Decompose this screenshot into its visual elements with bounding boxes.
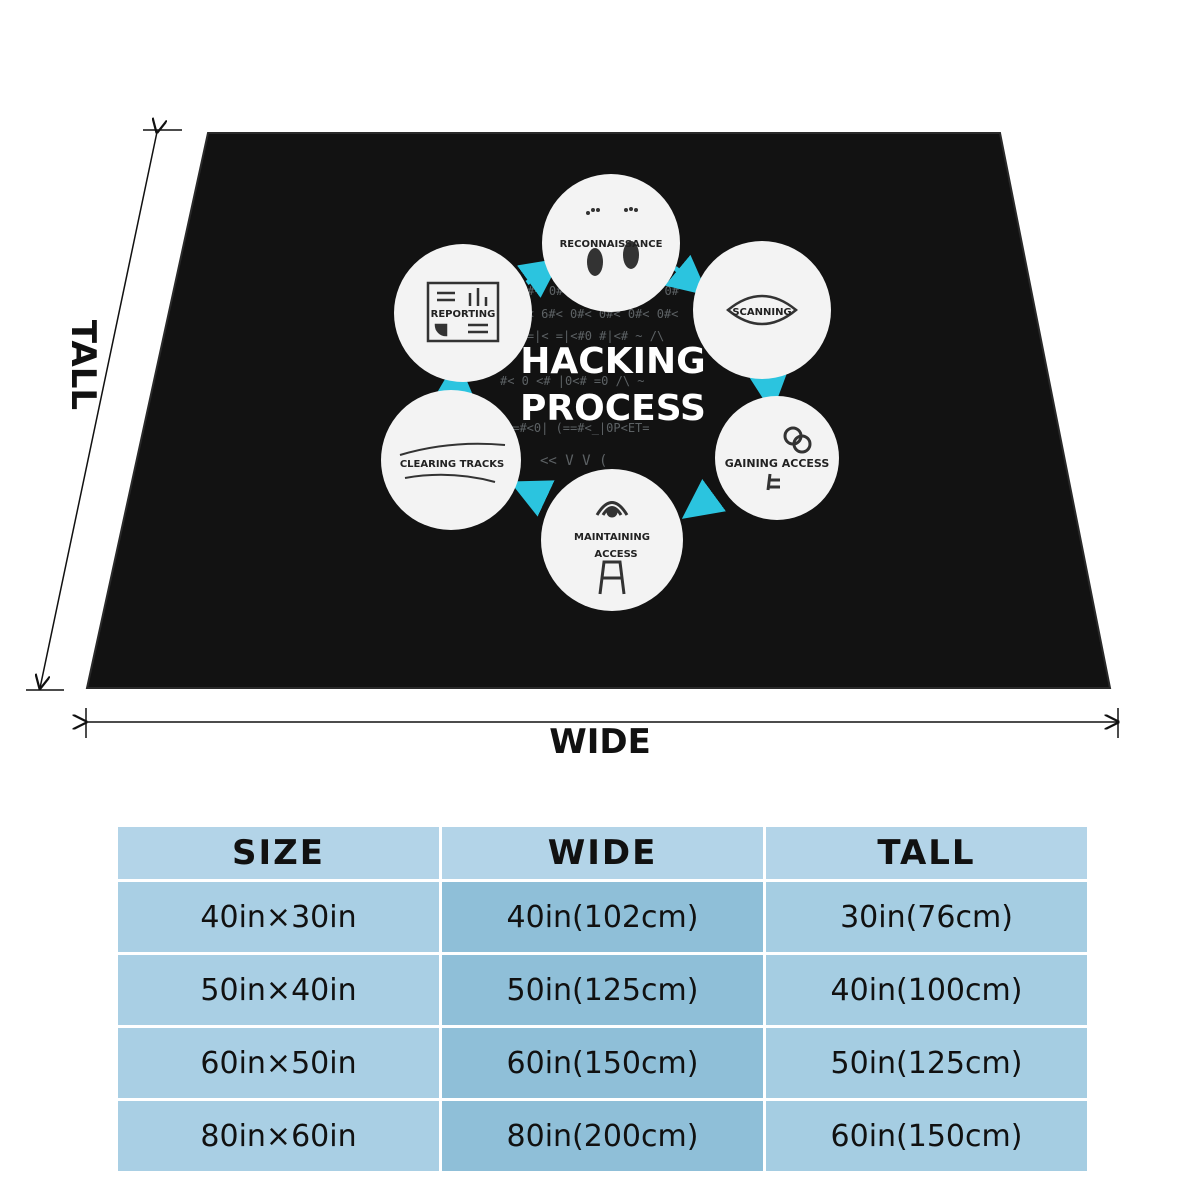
column-header-wide: WIDE	[442, 827, 763, 879]
tall-cell: 50in(125cm)	[766, 1028, 1087, 1098]
tall-cell: 30in(76cm)	[766, 882, 1087, 952]
size-cell: 60in×50in	[118, 1028, 439, 1098]
size-cell: 40in×30in	[118, 882, 439, 952]
footprints-icon	[586, 207, 639, 276]
table-row: 60in×50in 60in(150cm) 50in(125cm)	[118, 1028, 1087, 1098]
product-illustration: 0#< 0#< 0#< 0#< 0#< 0# <0#< 6#< 0#< 0#< …	[26, 0, 1200, 738]
wide-dimension-line	[86, 708, 1118, 738]
column-header-size: SIZE	[118, 827, 439, 879]
size-cell: 80in×60in	[118, 1101, 439, 1171]
size-table: SIZE WIDE TALL 40in×30in 40in(102cm) 30i…	[115, 824, 1090, 1174]
wide-cell: 80in(200cm)	[442, 1101, 763, 1171]
title-line-1: HACKING	[520, 341, 705, 382]
step-reporting: REPORTING	[394, 244, 532, 382]
table-header-row: SIZE WIDE TALL	[118, 827, 1087, 879]
svg-text:<< V V (: << V V (	[540, 453, 607, 469]
step-gaining-access: GAINING ACCESS	[715, 396, 839, 520]
column-header-tall: TALL	[766, 827, 1087, 879]
svg-text:|=#<0| (==#<_|0P<ET=: |=#<0| (==#<_|0P<ET=	[505, 421, 650, 435]
step-label: RECONNAISSANCE	[560, 239, 663, 250]
tire-tracks-icon	[399, 442, 506, 483]
svg-text:=|<#=|< =|<#0 #|<# ~ /\: =|<#=|< =|<#0 #|<# ~ /\	[498, 329, 664, 343]
step-label: REPORTING	[431, 309, 496, 320]
table-row: 80in×60in 80in(200cm) 60in(150cm)	[118, 1101, 1087, 1171]
svg-text:#< 0 <# |0<# =0 /\ ~: #< 0 <# |0<# =0 /\ ~	[500, 374, 645, 388]
step-maintaining-access: MAINTAINING ACCESS	[541, 469, 683, 611]
tall-cell: 60in(150cm)	[766, 1101, 1087, 1171]
table-row: 50in×40in 50in(125cm) 40in(100cm)	[118, 955, 1087, 1025]
step-label: SCANNING	[732, 307, 791, 318]
title-line-2: PROCESS	[520, 388, 706, 429]
report-chart-icon	[426, 281, 500, 343]
step-label: GAINING ACCESS	[725, 457, 830, 470]
step-clearing-tracks: CLEARING TRACKS	[381, 390, 521, 530]
step-scanning: SCANNING	[693, 241, 831, 379]
step-label-line-1: MAINTAINING	[574, 532, 650, 543]
wide-cell: 40in(102cm)	[442, 882, 763, 952]
size-cell: 50in×40in	[118, 955, 439, 1025]
blanket-body	[87, 133, 1110, 688]
step-label: CLEARING TRACKS	[400, 459, 504, 470]
blanket-svg: 0#< 0#< 0#< 0#< 0#< 0# <0#< 6#< 0#< 0#< …	[26, 0, 1200, 738]
tall-dimension-line	[26, 130, 182, 690]
antenna-tower-icon	[595, 501, 629, 595]
step-reconnaissance: RECONNAISSANCE	[542, 174, 680, 312]
tall-label: TALL	[63, 319, 104, 411]
wide-label: WIDE	[549, 722, 651, 762]
step-label-line-2: ACCESS	[594, 549, 637, 560]
table-row: 40in×30in 40in(102cm) 30in(76cm)	[118, 882, 1087, 952]
svg-text:<0#< 6#< 0#< 0#< 0#< 0#<: <0#< 6#< 0#< 0#< 0#< 0#<	[505, 307, 678, 321]
tall-cell: 40in(100cm)	[766, 955, 1087, 1025]
wide-cell: 50in(125cm)	[442, 955, 763, 1025]
key-icon	[766, 426, 812, 491]
wide-cell: 60in(150cm)	[442, 1028, 763, 1098]
eye-icon	[726, 294, 798, 326]
